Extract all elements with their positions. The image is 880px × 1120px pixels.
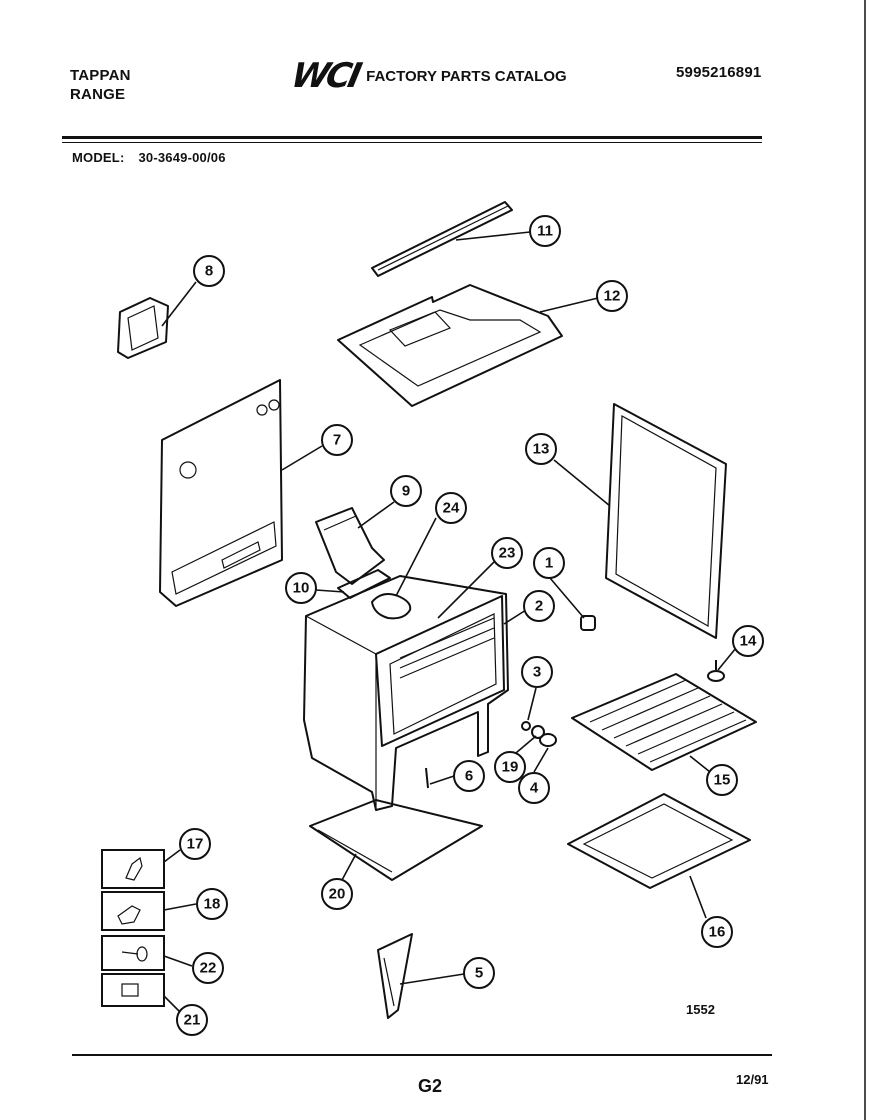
part-18-bracket-box bbox=[101, 891, 165, 931]
part-13-door-frame bbox=[605, 403, 727, 639]
part-8-bracket bbox=[117, 297, 169, 359]
callout-2: 2 bbox=[523, 590, 555, 622]
part-4-screw bbox=[539, 733, 557, 747]
callout-16: 16 bbox=[701, 916, 733, 948]
callout-17-label: 17 bbox=[187, 836, 204, 853]
callout-4-label: 4 bbox=[530, 780, 539, 797]
page-number: G2 bbox=[418, 1076, 443, 1096]
part-10-baffle bbox=[337, 569, 391, 599]
part-7-back-panel bbox=[159, 379, 283, 607]
catalog-title: FACTORY PARTS CATALOG bbox=[366, 67, 567, 85]
part-14-rack-support bbox=[707, 660, 725, 682]
callout-14-label: 14 bbox=[740, 633, 757, 650]
part-21-clip-box bbox=[101, 973, 165, 1007]
part-19-nut bbox=[531, 725, 545, 739]
catalog-part-number: 5995216891 bbox=[676, 64, 762, 81]
callout-4: 4 bbox=[518, 772, 550, 804]
part-15-oven-rack bbox=[571, 673, 757, 771]
product-type: RANGE bbox=[70, 86, 126, 103]
part-24-burner bbox=[371, 593, 412, 620]
callout-19-label: 19 bbox=[502, 759, 519, 776]
callout-15-label: 15 bbox=[714, 772, 731, 789]
part-16-drip-tray bbox=[567, 793, 751, 889]
model-line: MODEL: 30-3649-00/06 bbox=[72, 150, 240, 165]
part-1-knob bbox=[580, 615, 596, 631]
callout-18: 18 bbox=[196, 888, 228, 920]
part-11-trim-strip bbox=[371, 201, 513, 277]
leader-lines bbox=[161, 231, 737, 1013]
header-rule-thick bbox=[62, 136, 762, 139]
header-rule-thin bbox=[62, 142, 762, 143]
callout-21: 21 bbox=[176, 1004, 208, 1036]
callout-6: 6 bbox=[453, 760, 485, 792]
callout-22: 22 bbox=[192, 952, 224, 984]
callout-16-label: 16 bbox=[709, 924, 726, 941]
catalog-header: WCI FACTORY PARTS CATALOG bbox=[288, 56, 567, 96]
part-22-screw-box bbox=[101, 935, 165, 971]
part-20-bottom-plate bbox=[309, 799, 483, 881]
callout-13: 13 bbox=[525, 433, 557, 465]
part-17-clip-box bbox=[101, 849, 165, 889]
brand-block: TAPPAN RANGE bbox=[70, 66, 131, 104]
callout-2-label: 2 bbox=[535, 598, 543, 615]
part-2-oven-body bbox=[303, 575, 509, 811]
callout-18-label: 18 bbox=[204, 896, 221, 913]
callout-10: 10 bbox=[285, 572, 317, 604]
brand-name: TAPPAN bbox=[70, 67, 131, 84]
callout-24: 24 bbox=[435, 492, 467, 524]
callout-12: 12 bbox=[596, 280, 628, 312]
part-5-handle bbox=[377, 933, 413, 1019]
callout-7-label: 7 bbox=[333, 432, 341, 449]
callout-9-label: 9 bbox=[402, 483, 410, 500]
callout-23-label: 23 bbox=[499, 545, 516, 562]
callout-3-label: 3 bbox=[533, 664, 541, 681]
callout-5: 5 bbox=[463, 957, 495, 989]
callout-9: 9 bbox=[390, 475, 422, 507]
callout-15: 15 bbox=[706, 764, 738, 796]
callout-7: 7 bbox=[321, 424, 353, 456]
callout-20-label: 20 bbox=[329, 886, 346, 903]
model-number: 30-3649-00/06 bbox=[138, 150, 226, 165]
callout-24-label: 24 bbox=[443, 500, 460, 517]
figure-number: 1552 bbox=[686, 1002, 715, 1017]
callout-10-label: 10 bbox=[293, 580, 310, 597]
revision-date: 12/91 bbox=[736, 1072, 769, 1087]
callout-11-label: 11 bbox=[537, 223, 553, 240]
callout-8-label: 8 bbox=[205, 263, 213, 280]
part-3-washer bbox=[521, 721, 531, 731]
callout-22-label: 22 bbox=[200, 960, 217, 977]
callout-1-label: 1 bbox=[545, 555, 553, 572]
callout-14: 14 bbox=[732, 625, 764, 657]
callout-3: 3 bbox=[521, 656, 553, 688]
callout-23: 23 bbox=[491, 537, 523, 569]
callout-1: 1 bbox=[533, 547, 565, 579]
callout-19: 19 bbox=[494, 751, 526, 783]
callout-11: 11 bbox=[529, 215, 561, 247]
model-label: MODEL: bbox=[72, 150, 125, 165]
part-9-vent-duct bbox=[315, 507, 385, 585]
callout-21-label: 21 bbox=[184, 1012, 201, 1029]
callout-8: 8 bbox=[193, 255, 225, 287]
part-12-top-panel bbox=[337, 284, 563, 407]
callout-13-label: 13 bbox=[533, 441, 550, 458]
part-6-pin bbox=[425, 767, 429, 789]
callout-20: 20 bbox=[321, 878, 353, 910]
callout-17: 17 bbox=[179, 828, 211, 860]
callout-6-label: 6 bbox=[465, 768, 473, 785]
callout-12-label: 12 bbox=[604, 288, 621, 305]
callout-5-label: 5 bbox=[475, 965, 483, 982]
